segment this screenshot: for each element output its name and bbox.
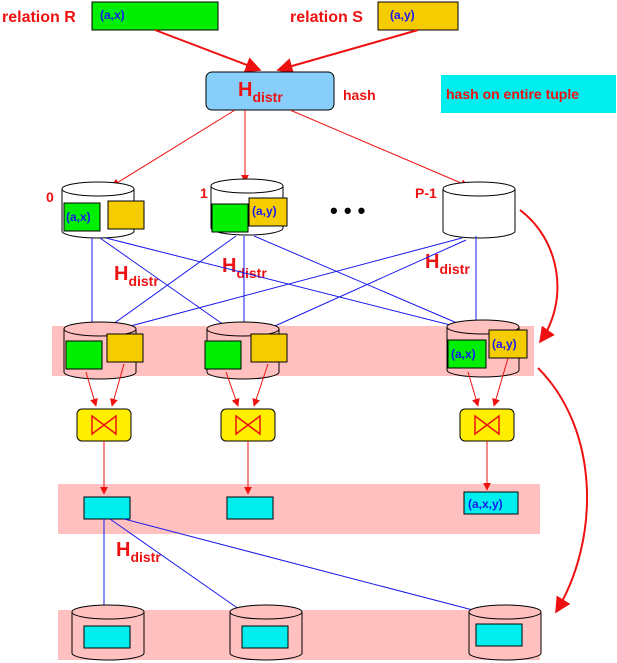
join-box-0 [76,408,132,442]
final-0-cyan [83,625,131,649]
repart-p1-yellow-label: (a,y) [492,337,517,351]
repart-p1-yellow [488,329,528,359]
hdistr-label-4: Hdistr [116,539,161,565]
join-box-1 [220,408,276,442]
relation-r-tuple: (a,x) [100,8,125,22]
result-box-1 [226,496,274,520]
repart-0-yellow [106,333,144,363]
join-output-arrows [100,441,491,495]
node-1-yellow-tuple [248,197,288,227]
final-1-cyan [241,625,289,649]
node-p1-label: P-1 [415,185,437,201]
curved-arrow-lower [537,367,589,614]
repart-1-yellow [250,333,288,363]
result-box-p1-label: (a,x,y) [468,497,503,511]
node-0-yellow-tuple [107,200,145,230]
node-1-green-tuple [211,203,249,233]
band-join-results [58,484,540,534]
hdistr-label-1: Hdistr [114,263,159,289]
node-ellipsis: • • • [330,198,365,223]
hash-box-label: Hdistr [238,79,283,105]
repart-p1-green [447,339,487,369]
final-distribution-arrows [100,518,489,617]
node-0-green-label: (a,x) [66,210,91,224]
hash-box [205,71,335,111]
arrow-hash-to-node-0 [111,109,236,187]
relation-s-tuple: (a,y) [390,8,415,22]
repart-0-green [65,340,103,370]
join-input-arrows [85,357,509,407]
relation-r-label: relation R [2,9,76,26]
result-box-p1 [463,491,519,515]
node-0-green-tuple [63,202,101,232]
arrow-hash-to-node-p1 [289,109,469,187]
note-label: hash on entire tuple [446,86,579,102]
node-0-label: 0 [46,189,54,205]
node-1-yellow-label: (a,y) [252,204,277,218]
repartition-arrows [88,235,480,335]
relation-s-label: relation S [290,9,363,26]
join-box-p1 [459,408,515,442]
hash-side-label: hash [343,87,376,103]
node-p1-disk [442,181,516,239]
arrow-s-to-hash [276,29,419,74]
result-box-0 [83,496,131,520]
final-p1-cyan [475,623,523,647]
repart-p1-green-label: (a,x) [451,347,476,361]
note-box [441,75,616,113]
relation-r-box [91,1,219,31]
arrow-r-to-hash [154,29,262,73]
repart-1-green [204,340,242,370]
node-1-label: 1 [200,185,208,201]
curved-arrow-upper [519,209,559,344]
